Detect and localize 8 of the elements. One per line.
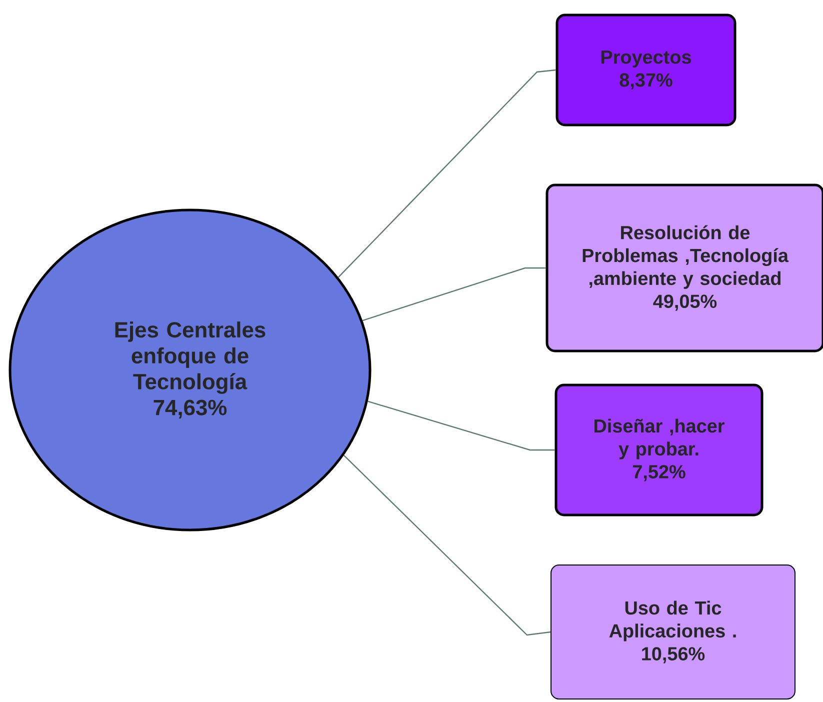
- category-box: Proyectos 8,37%: [556, 14, 736, 126]
- category-box: Diseñar ,hacer y probar. 7,52%: [554, 384, 764, 516]
- connector-line: [362, 267, 546, 322]
- category-box: Uso de Tic Aplicaciones . 10,56%: [550, 564, 796, 700]
- connector-line: [368, 400, 555, 451]
- category-box: Resolución de Problemas ,Tecnología ,ambiente y sociedad 49,05%: [546, 184, 823, 352]
- connector-line: [338, 69, 556, 278]
- connector-line: [343, 454, 551, 636]
